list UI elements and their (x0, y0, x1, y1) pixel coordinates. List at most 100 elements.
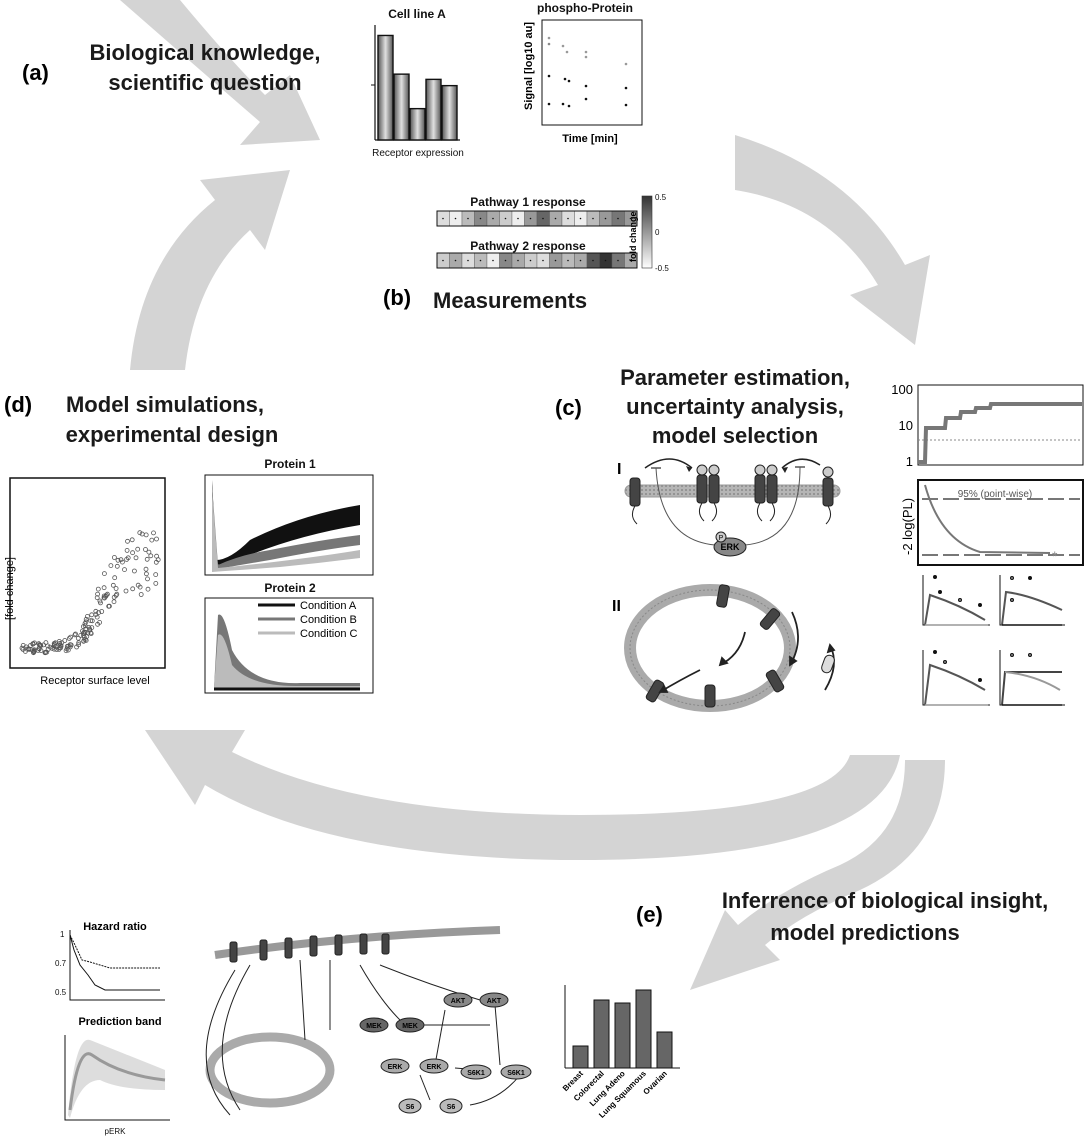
fold-change-scatter: [fold change] Receptor surface level (4, 477, 166, 687)
cancer-bar (614, 1002, 631, 1069)
fold-point (62, 638, 68, 643)
profile-plot: 100 10 1 (891, 382, 1084, 469)
fold-point (101, 585, 107, 591)
heat-cell-dot (479, 217, 482, 220)
fit-panel-3 (922, 650, 990, 706)
heat-cell-dot (479, 259, 482, 262)
phospho-ylabel: Signal [log10 au] (523, 22, 535, 110)
section-b-label: (b) Measurements (383, 285, 587, 313)
fold-point (32, 647, 37, 653)
fold-point (146, 549, 152, 555)
fold-point (88, 630, 94, 636)
colorbar-max: 0.5 (655, 193, 667, 202)
legend-condition-b: Condition B (300, 614, 357, 626)
svg-text:AKT: AKT (451, 998, 466, 1005)
heat-cell-dot (504, 217, 507, 220)
network-nodes: AKT AKT MEK MEK ERK ERK (359, 992, 532, 1114)
legend-condition-c: Condition C (300, 628, 358, 640)
heat-cell-dot (529, 259, 532, 262)
heat-cell-dot (454, 259, 457, 262)
band-xlabel: pERK (105, 1127, 127, 1136)
hazard-title: Hazard ratio (83, 921, 147, 933)
arrow-right-down (735, 135, 930, 345)
heat-cell-dot (629, 217, 632, 220)
phospho-title: phospho-Protein (537, 1, 633, 15)
fold-point (82, 623, 88, 629)
hazard-tick-1: 1 (60, 930, 65, 939)
fold-point (114, 563, 120, 569)
fold-point (111, 599, 117, 605)
profile-tick-100: 100 (891, 382, 913, 397)
svg-text:S6K1: S6K1 (467, 1070, 485, 1077)
hazard-ratio-plot: Hazard ratio 1 0.7 0.5 (55, 921, 165, 1001)
fold-point (112, 555, 117, 560)
fold-point (145, 586, 151, 592)
heat-cell-dot (442, 217, 444, 220)
bar-chart-title: Cell line A (388, 7, 446, 21)
receptor-bar (377, 34, 394, 141)
receptor-bar (393, 73, 410, 141)
colorbar (641, 195, 653, 269)
network-membrane (214, 926, 501, 959)
model-1-membrane (624, 484, 841, 498)
receptor-bar (409, 107, 426, 141)
fold-point (45, 643, 51, 649)
heat-cell-dot (454, 217, 457, 220)
fit-panels (922, 575, 1065, 706)
protein-2-plot: Protein 2 Condition A Condition B Condit… (204, 581, 374, 694)
fold-point (93, 608, 99, 614)
fit-panel-4 (999, 650, 1065, 706)
section-d-label: (d) Model simulations, experimental desi… (4, 392, 278, 447)
receptor-bar (425, 78, 442, 141)
fold-point (135, 582, 141, 588)
fold-scatter-points (19, 530, 161, 656)
label-e-line2: model predictions (770, 920, 959, 945)
fold-point (81, 638, 87, 644)
fold-point (154, 553, 160, 559)
fold-point (102, 571, 107, 576)
fold-point (124, 548, 130, 553)
fold-point (154, 536, 159, 542)
model-2-diagram: II (612, 584, 836, 712)
svg-text:*: * (1052, 548, 1058, 564)
likelihood-profile: -2 log(PL) 95% (point-wise) * (900, 479, 1084, 566)
fold-point (113, 586, 119, 591)
fold-point (82, 621, 88, 626)
fold-point (111, 594, 117, 600)
cycle-arrows (120, 0, 945, 990)
fold-point (73, 631, 78, 637)
pathway2-title: Pathway 2 response (470, 239, 586, 253)
heat-cell-dot (467, 217, 469, 220)
fold-point (76, 640, 82, 646)
fold-point (143, 571, 149, 577)
fold-point (115, 557, 121, 563)
svg-text:S6: S6 (406, 1104, 415, 1111)
heat-cell-dot (579, 259, 582, 262)
erk-node (713, 537, 747, 557)
heat-cell-dot (467, 259, 469, 262)
label-d-line2: experimental design (66, 422, 279, 447)
fold-point (97, 598, 103, 604)
pathway1-heatmap (436, 210, 638, 227)
model-1-diagram: I ERK P (617, 458, 841, 557)
heat-cell-dot (517, 217, 519, 220)
colorbar-label: fold change (628, 211, 638, 262)
fold-point (133, 555, 139, 561)
fold-point (145, 576, 150, 582)
cancer-bar (656, 1031, 673, 1069)
fold-point (149, 537, 155, 543)
fold-point (108, 563, 114, 568)
arrow-top-left (120, 0, 320, 145)
colorbar-min: -0.5 (655, 264, 669, 273)
label-c-line2: uncertainty analysis, (626, 394, 844, 419)
cancer-bar (635, 989, 652, 1069)
fold-point (151, 530, 156, 536)
heat-cell-dot (542, 217, 544, 220)
node-mek-2: MEK (395, 1017, 425, 1033)
simulation-legend: Condition A Condition B Condition C (258, 600, 358, 640)
heat-border (436, 252, 638, 269)
node-s6-2: S6 (439, 1098, 463, 1114)
model-2-label: II (612, 598, 621, 615)
receptor-bar-chart: Cell line A Receptor expression (371, 7, 464, 159)
node-akt-2: AKT (479, 992, 509, 1008)
